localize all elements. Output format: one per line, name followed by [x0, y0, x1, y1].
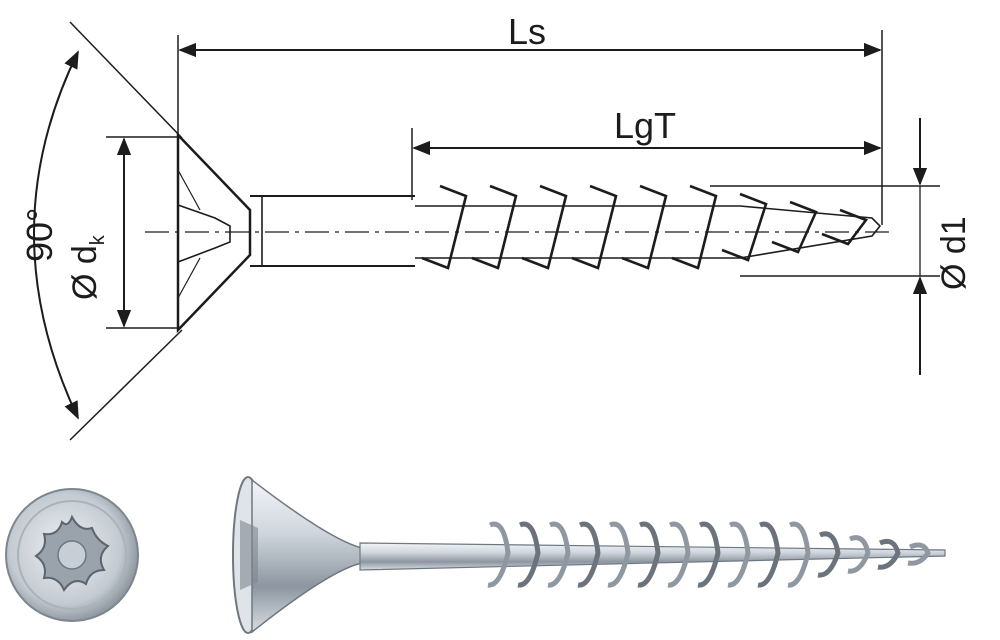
head-diameter-label: Ø dk — [66, 234, 109, 300]
thread-flight — [471, 184, 518, 270]
screw-side-view — [232, 476, 946, 634]
thread-flight — [571, 184, 618, 270]
thread-crest — [817, 531, 841, 578]
angle-label: 90° — [19, 208, 60, 262]
thread-crest — [877, 538, 901, 570]
thread-crest — [637, 521, 661, 588]
screw-head-top-view — [5, 488, 139, 622]
thread-flight — [421, 184, 468, 270]
thread-flights — [421, 184, 869, 270]
thread-flight — [721, 192, 768, 262]
thread-crest — [787, 521, 811, 588]
thread-crest — [577, 521, 601, 588]
thread-crests — [487, 521, 931, 588]
thread-flight — [521, 184, 568, 270]
thread-crest — [697, 521, 721, 588]
screw-length-label: Ls — [508, 11, 546, 52]
technical-drawing — [33, 21, 940, 441]
screw-head-outline — [176, 131, 252, 334]
thread-crest — [727, 521, 751, 588]
angle-arc — [33, 50, 79, 420]
thread-crest — [517, 521, 541, 588]
thread-flight — [621, 184, 668, 270]
thread-crest — [547, 521, 571, 588]
thread-crest — [847, 535, 871, 574]
thread-crest — [487, 521, 511, 588]
thread-length-label: LgT — [614, 105, 676, 146]
angle-extension-bottom — [69, 329, 183, 441]
drive-recess — [177, 204, 231, 263]
thread-crest — [667, 521, 691, 588]
angle-extension-top — [69, 21, 183, 139]
thread-crest — [607, 521, 631, 588]
thread-crest — [757, 521, 781, 588]
thread-crest — [907, 542, 931, 566]
head-diameter-subscript: k — [87, 234, 109, 245]
thread-flight — [671, 184, 718, 270]
thread-diameter-label: Ø d1 — [935, 216, 973, 290]
